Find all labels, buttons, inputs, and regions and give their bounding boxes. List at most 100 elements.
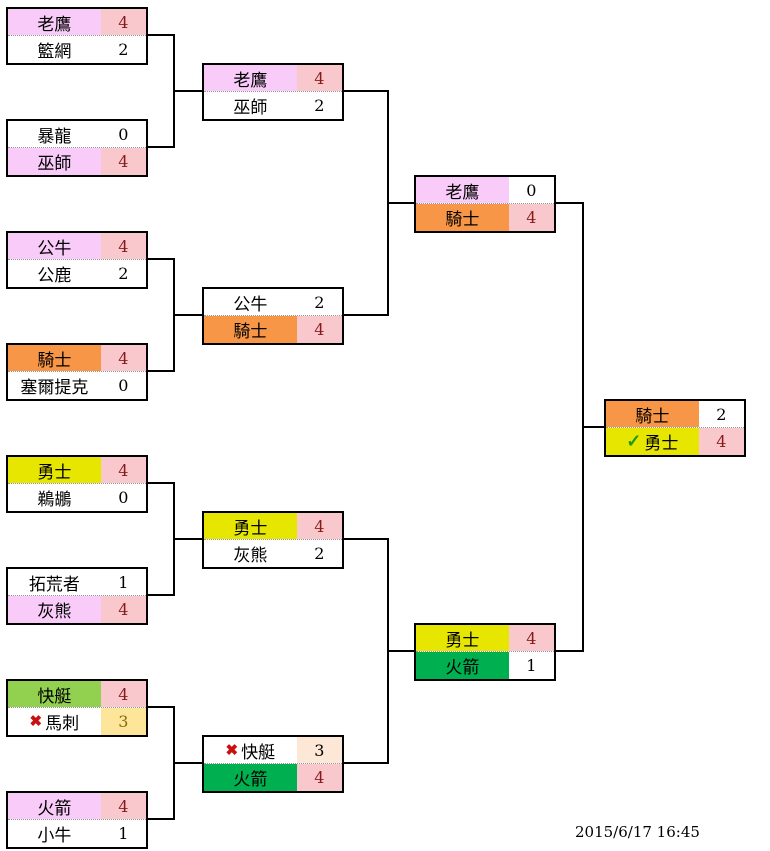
team-score: 3 [100,708,146,735]
team-name: 勇士 [204,513,297,539]
team-name: 公牛 [204,289,297,315]
team-name: 巫師 [8,148,101,175]
team-score: 4 [698,428,744,455]
eliminated-x-icon: ✖ [29,712,43,730]
matchup-r1-7: 快艇 4 ✖馬刺 3 [6,679,148,737]
team-label: 馬刺 [45,714,80,734]
team-name: 勇士 [8,457,101,483]
timestamp: 2015/6/17 16:45 [575,823,700,841]
team-name: 快艇 [8,681,101,707]
team-name: 公牛 [8,233,101,259]
team-label: 騎士 [233,322,268,342]
team-name: 籃網 [8,36,101,63]
team-name: 老鷹 [8,9,101,35]
team-row: 鵜鶘 0 [8,484,146,511]
matchup-r1-6: 拓荒者 1 灰熊 4 [6,567,148,625]
eliminated-x-icon: ✖ [225,740,239,759]
team-name: 塞爾提克 [8,372,101,399]
matchup-r1-3: 公牛 4 公鹿 2 [6,231,148,289]
team-score: 2 [118,264,129,283]
team-score: 2 [118,40,129,59]
team-row: 騎士 2 [606,401,744,428]
team-row: 火箭 1 [416,652,554,679]
team-score: 4 [296,513,342,539]
team-score: 4 [100,233,146,259]
team-score: 4 [100,793,146,819]
matchup-r1-5: 勇士 4 鵜鶘 0 [6,455,148,513]
team-row: 火箭 4 [204,764,342,791]
team-label: 老鷹 [445,182,480,203]
team-score: 4 [508,204,554,231]
team-label: 勇士 [644,434,679,454]
team-name: 暴龍 [8,121,101,147]
team-label: 快艇 [241,742,276,763]
team-row: 火箭 4 [8,793,146,820]
matchup-r2-4: ✖快艇 3 火箭 4 [202,735,344,793]
team-name: 老鷹 [204,65,297,91]
team-score: 0 [118,124,129,144]
team-name: 勇士 [416,625,509,651]
team-row: 拓荒者 1 [8,569,146,596]
team-name: ✖馬刺 [8,708,101,735]
team-row: 小牛 1 [8,820,146,847]
team-score: 1 [118,572,129,592]
team-score: 1 [118,824,129,843]
matchup-cf-west: 勇士 4 火箭 1 [414,623,556,681]
team-score: 4 [100,345,146,371]
team-row: 勇士 4 [416,625,554,652]
matchup-r1-1: 老鷹 4 籃網 2 [6,7,148,65]
matchup-r1-2: 暴龍 0 巫師 4 [6,119,148,177]
matchup-r1-4: 騎士 4 塞爾提克 0 [6,343,148,401]
team-row: 塞爾提克 0 [8,372,146,399]
team-row: ✖馬刺 3 [8,708,146,735]
team-score: 4 [100,457,146,483]
team-label: 快艇 [37,686,72,707]
team-label: 灰熊 [233,546,268,566]
team-label: 勇士 [233,518,268,539]
team-score: 4 [100,148,146,175]
matchup-finals: 騎士 2 ✓勇士 4 [604,399,746,457]
team-name: ✓勇士 [606,428,699,455]
team-label: 塞爾提克 [20,378,89,398]
team-row: 灰熊 4 [8,596,146,623]
team-label: 火箭 [37,798,72,819]
team-name: 灰熊 [204,540,297,567]
team-label: 籃網 [37,42,72,62]
team-score: 4 [100,596,146,623]
matchup-cf-east: 老鷹 0 騎士 4 [414,175,556,233]
team-name: 騎士 [416,204,509,231]
team-name: 老鷹 [416,177,509,203]
team-score: 2 [314,544,325,563]
team-name: 巫師 [204,92,297,119]
team-label: 老鷹 [233,70,268,91]
team-score: 4 [296,65,342,91]
matchup-r2-3: 勇士 4 灰熊 2 [202,511,344,569]
team-row: 巫師 4 [8,148,146,175]
team-score: 0 [118,376,129,395]
team-label: 巫師 [37,154,72,174]
team-score: 3 [296,737,342,763]
team-score: 0 [526,180,537,200]
team-row: 老鷹 0 [416,177,554,204]
team-name: 小牛 [8,820,101,847]
team-label: 騎士 [635,406,670,427]
team-name: 火箭 [416,652,509,679]
team-label: 騎士 [37,350,72,371]
team-label: 巫師 [233,98,268,118]
team-row: 騎士 4 [416,204,554,231]
team-score: 4 [296,764,342,791]
team-label: 暴龍 [37,126,72,147]
team-row: 老鷹 4 [8,9,146,36]
team-score: 4 [100,681,146,707]
team-name: 火箭 [204,764,297,791]
team-score: 4 [100,9,146,35]
team-score: 1 [526,656,537,675]
team-label: 小牛 [37,826,72,846]
team-row: 暴龍 0 [8,121,146,148]
team-score: 4 [296,316,342,343]
team-name: 騎士 [8,345,101,371]
team-name: ✖快艇 [204,737,297,763]
team-row: 公牛 2 [204,289,342,316]
team-row: 公鹿 2 [8,260,146,287]
